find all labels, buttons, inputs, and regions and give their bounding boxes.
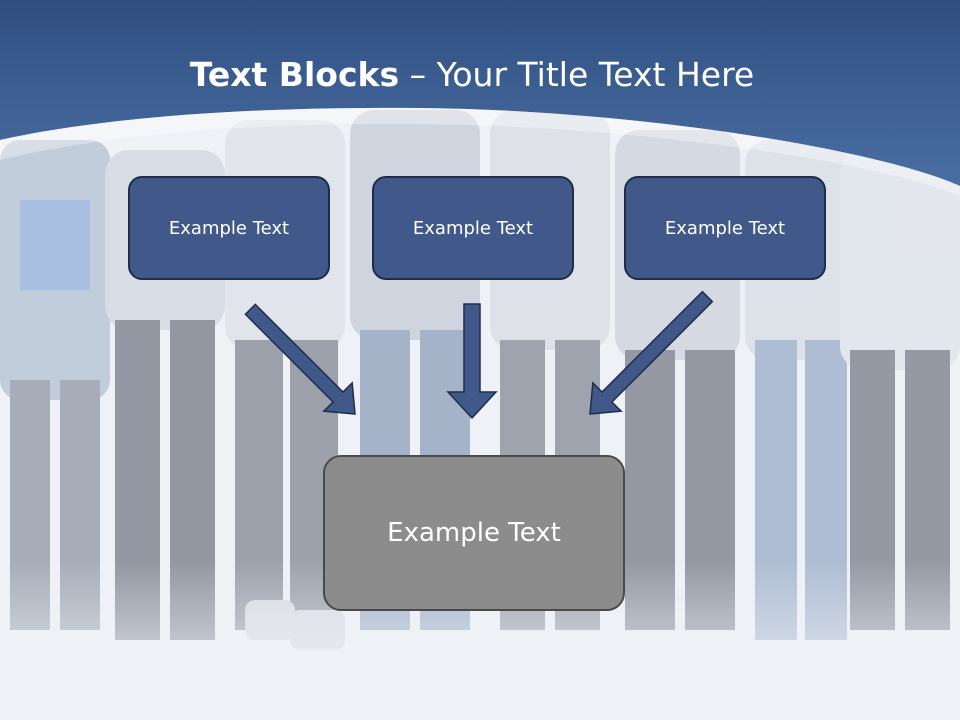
title-separator: – (409, 55, 427, 94)
text-block-1[interactable]: Example Text (128, 176, 330, 280)
text-block-3-label: Example Text (664, 217, 786, 239)
text-block-2[interactable]: Example Text (372, 176, 574, 280)
title-bold: Text Blocks (189, 55, 400, 94)
text-block-1-label: Example Text (168, 217, 290, 239)
target-block-label: Example Text (387, 518, 561, 548)
text-block-2-label: Example Text (412, 217, 534, 239)
slide-title: Text Blocks – Your Title Text Here (0, 52, 944, 98)
header-band (0, 0, 960, 186)
target-block[interactable]: Example Text (323, 455, 625, 611)
title-rest: Your Title Text Here (436, 55, 755, 94)
text-block-3[interactable]: Example Text (624, 176, 826, 280)
